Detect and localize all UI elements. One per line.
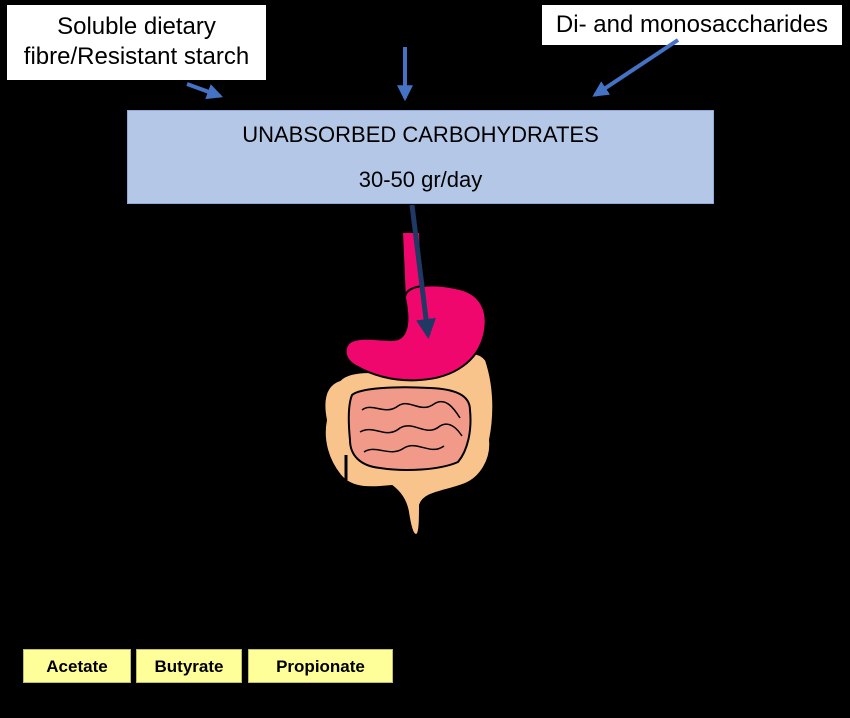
arrow-mono [592,38,680,97]
carbohydrates-title: UNABSORBED CARBOHYDRATES [242,122,599,147]
fibre-label-line1: Soluble dietary [57,13,216,40]
scfa-butyrate: Butyrate [136,649,242,683]
carbohydrates-amount: 30-50 gr/day [358,167,483,192]
fibre-source-label: Soluble dietary fibre/Resistant starch [6,4,267,81]
saccharides-source-label: Di- and monosaccharides [541,4,843,46]
arrow-fibre [186,82,224,100]
scfa-acetate: Acetate [23,649,131,683]
scfa-propionate: Propionate [248,649,393,683]
unabsorbed-carbohydrates-box: UNABSORBED CARBOHYDRATES 30-50 gr/day [127,110,714,204]
fibre-label-line2: fibre/Resistant starch [23,43,250,70]
